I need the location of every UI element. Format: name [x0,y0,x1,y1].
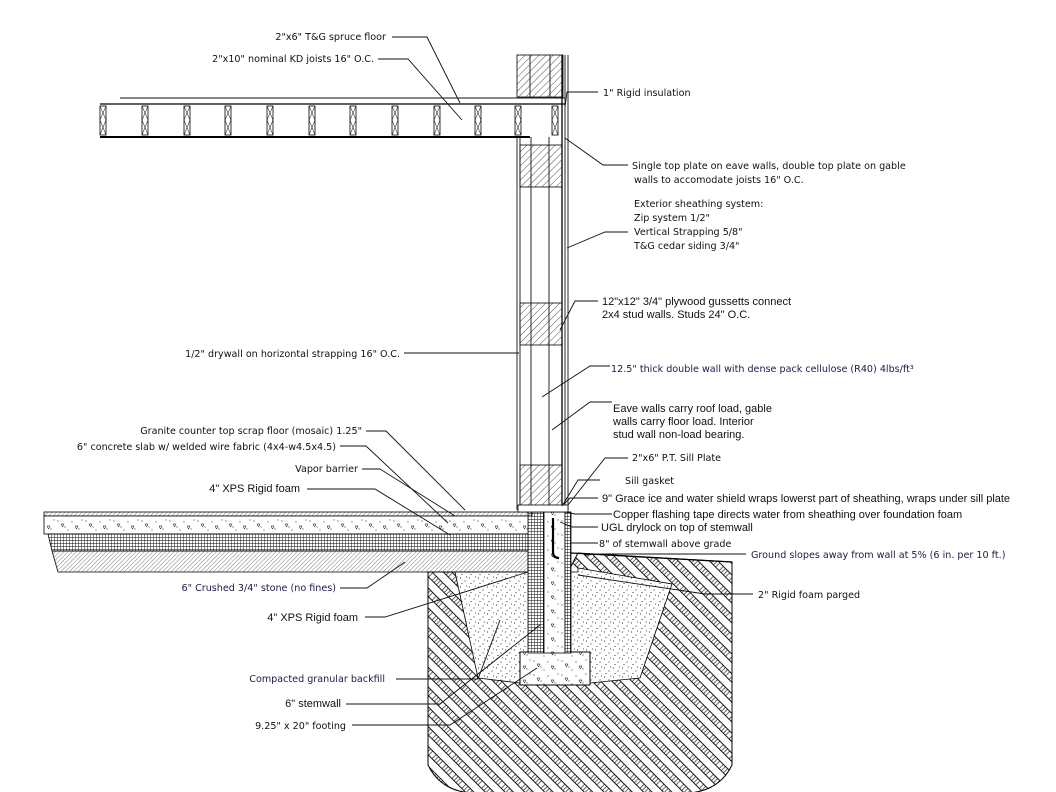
label-top-plate-1: Single top plate on eave walls, double t… [632,161,906,172]
label-sheathing-siding: T&G cedar siding 3/4" [633,241,739,252]
label-drywall: 1/2" drywall on horizontal strapping 16"… [185,349,400,360]
label-grace-shield: 9" Grace ice and water shield wraps lowe… [602,493,1010,505]
floor-joist [183,105,191,136]
floor-joist [391,105,399,136]
label-gussets-1: 12"x12" 3/4" plywood gussetts connect [602,296,791,308]
gusset-bottom [519,464,563,508]
sill-plate [517,504,569,513]
gusset-middle [519,302,563,346]
floor-joist [141,105,149,136]
label-crushed-stone: 6" Crushed 3/4" stone (no fines) [182,583,336,594]
upper-wall [516,54,564,98]
label-sheathing-zip: Zip system 1/2" [634,213,710,224]
label-footing: 9.25" x 20" footing [255,721,346,732]
concrete-slab [43,515,529,535]
floor-joist [514,105,522,136]
label-double-wall: 12.5" thick double wall with dense pack … [611,364,914,375]
label-top-plate-2: walls to accomodate joists 16" O.C. [634,175,804,186]
floor-joist [224,105,232,136]
gusset-top [519,144,563,188]
label-loads-3: stud wall non-load bearing. [613,429,744,441]
label-stemwall: 6" stemwall [285,698,341,710]
floor-joist [433,105,441,136]
label-ground-slope: Ground slopes away from wall at 5% (6 in… [751,550,1005,561]
label-loads-1: Eave walls carry roof load, gable [613,403,772,415]
label-xps-under-slab: 4" XPS Rigid foam [209,483,300,495]
label-rigid-insulation: 1" Rigid insulation [603,88,691,99]
stemwall [527,511,572,654]
slab-assembly [43,511,533,573]
label-drylock: UGL drylock on top of stemwall [601,522,753,534]
label-granite: Granite counter top scrap floor (mosaic)… [140,426,362,437]
floor-joist [266,105,274,136]
label-xps-edge: 4" XPS Rigid foam [267,612,358,624]
label-vapor-barrier: Vapor barrier [295,464,358,475]
floor-assembly [99,97,565,138]
footing [519,651,591,686]
label-stemwall-above-grade: 8" of stemwall above grade [599,539,731,550]
label-copper-flashing: Copper flashing tape directs water from … [613,509,962,521]
label-sheathing-strapping: Vertical Strapping 5/8" [634,227,743,238]
anchor-bolt [551,518,560,560]
label-slab: 6" concrete slab w/ welded wire fabric (… [77,442,336,453]
double-wall [516,55,569,513]
label-joists: 2"x10" nominal KD joists 16" O.C. [212,54,374,65]
xps-under-slab [47,533,529,552]
label-sill-gasket: Sill gasket [625,476,674,487]
label-backfill: Compacted granular backfill [249,674,385,685]
floor-joist [349,105,357,136]
label-gussets-2: 2x4 stud walls. Studs 24" O.C. [602,309,750,321]
labels: 2"x6" T&G spruce floor 2"x10" nominal KD… [77,32,1010,732]
floor-joist [474,105,482,136]
label-sheathing-title: Exterior sheathing system: [634,199,763,210]
crushed-stone [51,550,529,573]
leaders [307,36,753,726]
granite-layer [43,511,533,517]
label-rigid-foam-parged: 2" Rigid foam parged [758,590,860,601]
floor-joist [308,105,316,136]
floor-joist [99,105,107,136]
floor-joist [551,105,559,136]
label-loads-2: walls carry floor load. Interior [612,416,754,428]
label-sill-plate: 2"x6" P.T. Sill Plate [632,453,721,464]
label-spruce-floor: 2"x6" T&G spruce floor [275,32,386,43]
